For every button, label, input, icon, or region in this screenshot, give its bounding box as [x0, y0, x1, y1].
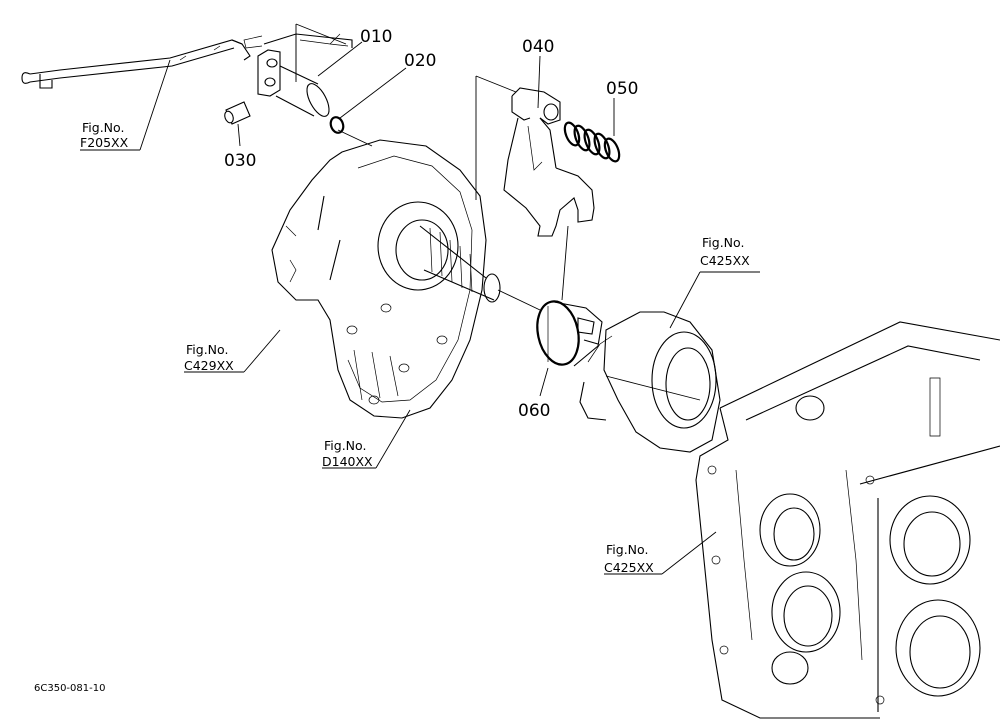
drawing-code: 6C350-081-10: [34, 683, 105, 694]
bearing-holder: [579, 311, 721, 453]
part-020-label: 020: [404, 51, 436, 71]
coil-spring: [563, 121, 621, 163]
fig-ref-c425-upper-code: C425XX: [700, 253, 750, 268]
part-010-label: 010: [360, 27, 392, 47]
assembly-lines: [295, 23, 701, 401]
spring-pin: [224, 101, 251, 125]
part-040-label: 040: [522, 37, 554, 57]
shift-rod: [21, 39, 251, 89]
fig-ref-d140-code: D140XX: [322, 454, 373, 469]
part-030-label: 030: [224, 151, 256, 171]
part-060-label: 060: [518, 401, 550, 421]
fig-ref-c425-lower-title: Fig.No.: [606, 542, 648, 557]
shifter-shaft: [243, 33, 353, 117]
label-leaders: [80, 41, 760, 575]
fig-ref-f205-code: F205XX: [80, 135, 129, 150]
transmission-case: [695, 321, 1000, 719]
shift-fork: [503, 87, 595, 237]
o-ring: [329, 116, 345, 134]
fig-ref-c429-title: Fig.No.: [186, 342, 228, 357]
case-housing-left: [271, 139, 501, 419]
part-050-label: 050: [606, 79, 638, 99]
fig-ref-f205-title: Fig.No.: [82, 120, 124, 135]
fig-ref-d140-title: Fig.No.: [324, 438, 366, 453]
fig-ref-c429-code: C429XX: [184, 358, 234, 373]
fig-ref-c425-lower-code: C425XX: [604, 560, 654, 575]
shifter-collar: [536, 300, 603, 367]
fig-ref-c425-upper-title: Fig.No.: [702, 235, 744, 250]
